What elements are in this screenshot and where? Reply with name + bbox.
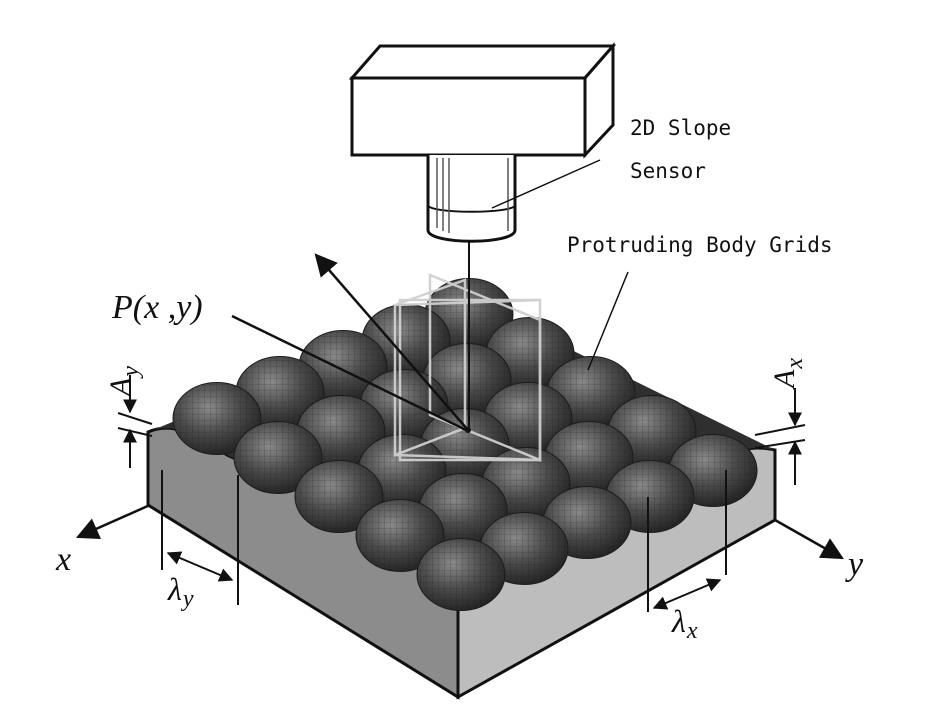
amplitude-y-label: Ay xyxy=(104,366,144,398)
sensor-leader-line xyxy=(491,159,601,209)
y-axis-arrow xyxy=(774,518,844,560)
wavelength-y-dimension xyxy=(161,470,239,605)
plane-4 xyxy=(394,298,541,462)
point-label: P(x ,y) xyxy=(111,289,203,326)
grids-leader-line xyxy=(587,271,629,371)
grids-label: Protruding Body Grids xyxy=(567,233,833,257)
sensor-box-front xyxy=(350,76,587,157)
amplitude-x-label: Ax xyxy=(768,358,808,390)
amplitude-x-dimension xyxy=(754,388,806,485)
amplitude-y-dimension xyxy=(117,375,153,468)
point-pointer-line xyxy=(231,314,467,432)
point-label-P: P xyxy=(111,289,133,326)
slope-planes xyxy=(393,273,542,462)
protruding-body-mesh xyxy=(417,538,505,611)
sensor-label-line2: Sensor xyxy=(630,159,706,183)
point-label-args: (x ,y) xyxy=(133,289,203,326)
point-P xyxy=(465,427,471,433)
protruding-body-mesh xyxy=(234,421,322,494)
y-axis-label: y xyxy=(845,546,864,583)
sensor-label-line1: 2D Slope xyxy=(630,116,731,140)
x-axis-arrow xyxy=(75,503,151,540)
protruding-body-grid xyxy=(172,278,758,611)
protruding-body-mesh xyxy=(173,382,261,455)
x-axis-label: x xyxy=(55,541,71,578)
wavelength-x-dimension xyxy=(647,470,727,612)
normal-vector-arrow xyxy=(314,253,469,431)
sensor-box-top xyxy=(348,44,617,80)
wavelength-y-label: λy xyxy=(167,571,194,612)
sensor-lens xyxy=(426,155,517,243)
protruding-body-mesh xyxy=(295,460,383,533)
lens-shading xyxy=(436,158,509,233)
wavelength-x-label: λx xyxy=(671,603,698,644)
sensor-box-side xyxy=(583,42,615,159)
protruding-body-mesh xyxy=(356,499,444,572)
slope-sensor xyxy=(348,42,617,430)
sensor-lens-rim xyxy=(427,204,516,213)
